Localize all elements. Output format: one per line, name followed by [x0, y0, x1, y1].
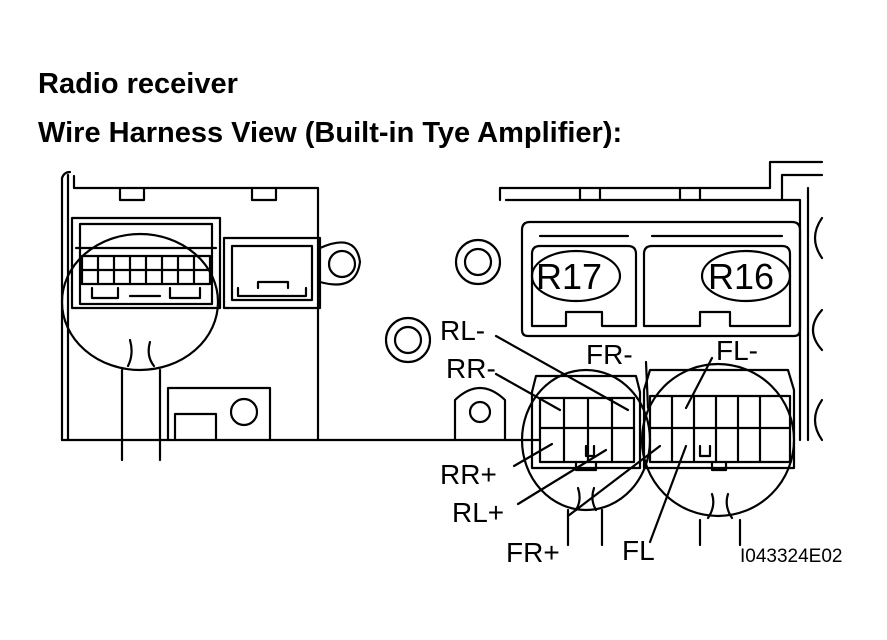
left-unit-housing: [60, 170, 320, 442]
radio-connector-body: [520, 220, 802, 338]
right-unit-housing: [498, 160, 824, 442]
left-wire-bundle: [60, 232, 220, 462]
pin-label-rl-minus: RL-: [440, 315, 485, 346]
diagram-subtitle: Wire Harness View (Built-in Tye Amplifie…: [38, 117, 623, 149]
pin-label-fr-plus: FR+: [506, 537, 560, 568]
mounting-bosses: [384, 238, 507, 442]
pin-label-fl-minus: FL-: [716, 335, 758, 366]
pin-label-rl-plus: RL+: [452, 497, 504, 528]
diagram-title: Radio receiver: [38, 68, 238, 100]
figure-code: I043324E02: [740, 546, 843, 567]
pin-label-rr-plus: RR+: [440, 459, 497, 490]
left-speaker-connector: [530, 374, 642, 472]
pin-label-rr-minus: RR-: [446, 353, 496, 384]
pin-label-fl-plus: FL: [622, 535, 655, 566]
leader-lines: [494, 334, 714, 544]
r17-label: R17: [536, 256, 602, 297]
small-left-connector: [222, 236, 362, 310]
r17-highlight-ellipse: [530, 249, 622, 303]
speaker-wire-bundles: [520, 362, 796, 547]
pin-label-fr-minus: FR-: [586, 339, 633, 370]
r16-highlight-ellipse: [700, 249, 792, 303]
r16-label: R16: [708, 256, 774, 297]
left-multipin-connector: [70, 216, 222, 310]
